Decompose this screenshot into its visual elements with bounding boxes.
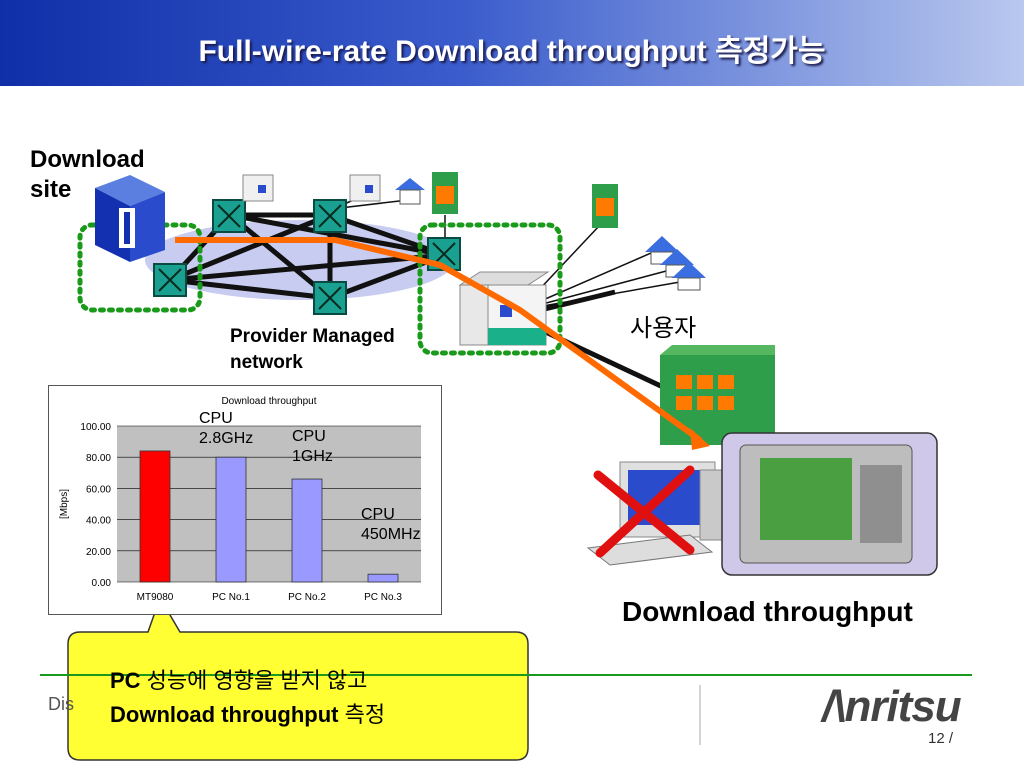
chart-bar xyxy=(139,450,171,583)
chart-x-tick-label: PC No.2 xyxy=(288,592,326,603)
download-throughput-label: Download throughput xyxy=(622,596,913,627)
chart-y-tick-label: 40.00 xyxy=(86,516,111,527)
office-building-icons xyxy=(242,174,381,202)
chart-annotation-line1: CPU xyxy=(292,428,326,445)
chart-annotation-line1: CPU xyxy=(361,506,395,523)
chart-bar xyxy=(215,456,247,583)
isp-building-icon xyxy=(458,271,550,346)
callout-line2-rest: 측정 xyxy=(338,702,386,727)
chart-annotation-line2: 2.8GHz xyxy=(199,430,253,447)
download-path xyxy=(175,237,702,443)
enterprise-building-icon xyxy=(660,345,775,445)
download-site-label: Download site xyxy=(30,146,145,203)
chart-y-tick-label: 60.00 xyxy=(86,484,111,495)
chart-annotation-line2: 1GHz xyxy=(292,448,333,465)
chart-x-tick-label: PC No.1 xyxy=(212,592,250,603)
green-building-icons xyxy=(432,172,618,228)
chart-y-tick-label: 100.00 xyxy=(80,422,111,433)
chart-x-tick-label: MT9080 xyxy=(137,592,174,603)
callout-line2-bold: Download throughput xyxy=(110,702,339,727)
house-icon xyxy=(395,178,425,205)
chart-title: Download throughput xyxy=(221,396,316,407)
mt9080-device-icon xyxy=(721,432,938,576)
chart-bar xyxy=(291,478,323,583)
chart-annotation-line1: CPU xyxy=(199,410,233,427)
user-house-icons xyxy=(645,236,706,291)
chart-bar xyxy=(367,573,399,583)
chart-x-tick-label: PC No.3 xyxy=(364,592,402,603)
callout-text: PC 성능에 영향을 받지 않고 Download throughput 측정 xyxy=(110,664,385,732)
chart-y-tick-label: 80.00 xyxy=(86,453,111,464)
red-cross-icon xyxy=(593,465,695,558)
slide-title: Full-wire-rate Download throughput 측정가능 xyxy=(198,35,826,68)
users-label: 사용자 xyxy=(630,315,697,342)
page-number: 12 / xyxy=(928,730,954,747)
download-path-arrowhead xyxy=(690,428,710,450)
callout-line1-bold: PC xyxy=(110,668,141,693)
footer-left-text: Dis xyxy=(48,694,74,714)
throughput-chart: 0.00 20.00 40.00 60.00 80.00 100.00 Download t… xyxy=(48,385,442,615)
server-icon xyxy=(95,175,165,262)
edge-dotted-box xyxy=(417,222,563,356)
callout-bubble xyxy=(67,596,529,761)
chart-y-tick-label: 20.00 xyxy=(86,547,111,558)
throughput-chart-svg: 0.00 20.00 40.00 60.00 80.00 100.00 Download t… xyxy=(59,396,421,603)
provider-network-label: Provider Managed network xyxy=(230,326,395,373)
title-bar: Full-wire-rate Download throughput 측정가능 xyxy=(0,0,1024,86)
callout-line1-rest: 성능에 영향을 받지 않고 xyxy=(140,668,368,693)
chart-annotation-line2: 450MHz xyxy=(361,526,421,543)
chart-y-tick-label: 0.00 xyxy=(92,578,112,589)
anritsu-logo: /\nritsu xyxy=(822,682,962,731)
chart-y-axis-label: [Mbps] xyxy=(59,489,70,519)
